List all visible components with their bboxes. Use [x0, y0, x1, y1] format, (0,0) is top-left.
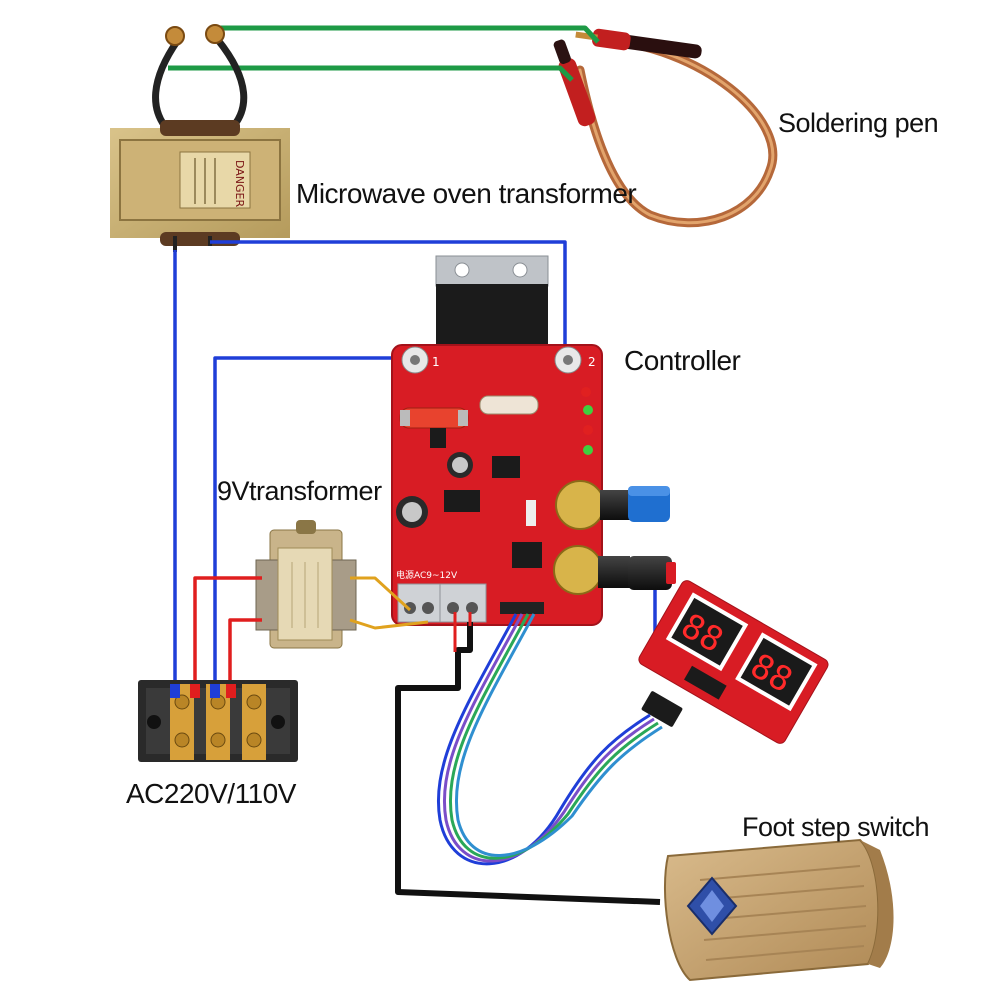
- diamond-icon: [686, 876, 738, 936]
- foot-switch-label: Foot step switch: [742, 812, 930, 842]
- controller-label: Controller: [624, 345, 741, 376]
- display-module: 88 88: [638, 580, 829, 744]
- transformer-9v: [255, 520, 357, 649]
- terminal-2-label: 2: [588, 355, 596, 369]
- microwave-transformer-label: Microwave oven transformer: [296, 178, 637, 209]
- ac-terminal-wire-ends: [170, 684, 236, 698]
- soldering-pen-label: Soldering pen: [778, 108, 939, 138]
- ac-input-label: AC220V/110V: [126, 778, 296, 809]
- microwave-transformer: DANGER: [110, 24, 290, 252]
- ribbon-cable: [437, 613, 663, 866]
- transformer-9v-label: 9Vtransformer: [217, 476, 382, 506]
- switch-wires: [395, 622, 661, 905]
- low-voltage-wires: [349, 576, 429, 630]
- mot-plate-text: DANGER: [233, 160, 246, 208]
- terminal-1-label: 1: [432, 355, 440, 369]
- ac-terminal-block: [138, 680, 298, 762]
- power-terminal-label: 电源AC9~12V: [396, 569, 458, 581]
- transformer-primary-wires: [193, 576, 262, 690]
- display-connector: [641, 691, 683, 727]
- controller-board: 1 2: [391, 344, 676, 626]
- pen-wires: [168, 25, 600, 82]
